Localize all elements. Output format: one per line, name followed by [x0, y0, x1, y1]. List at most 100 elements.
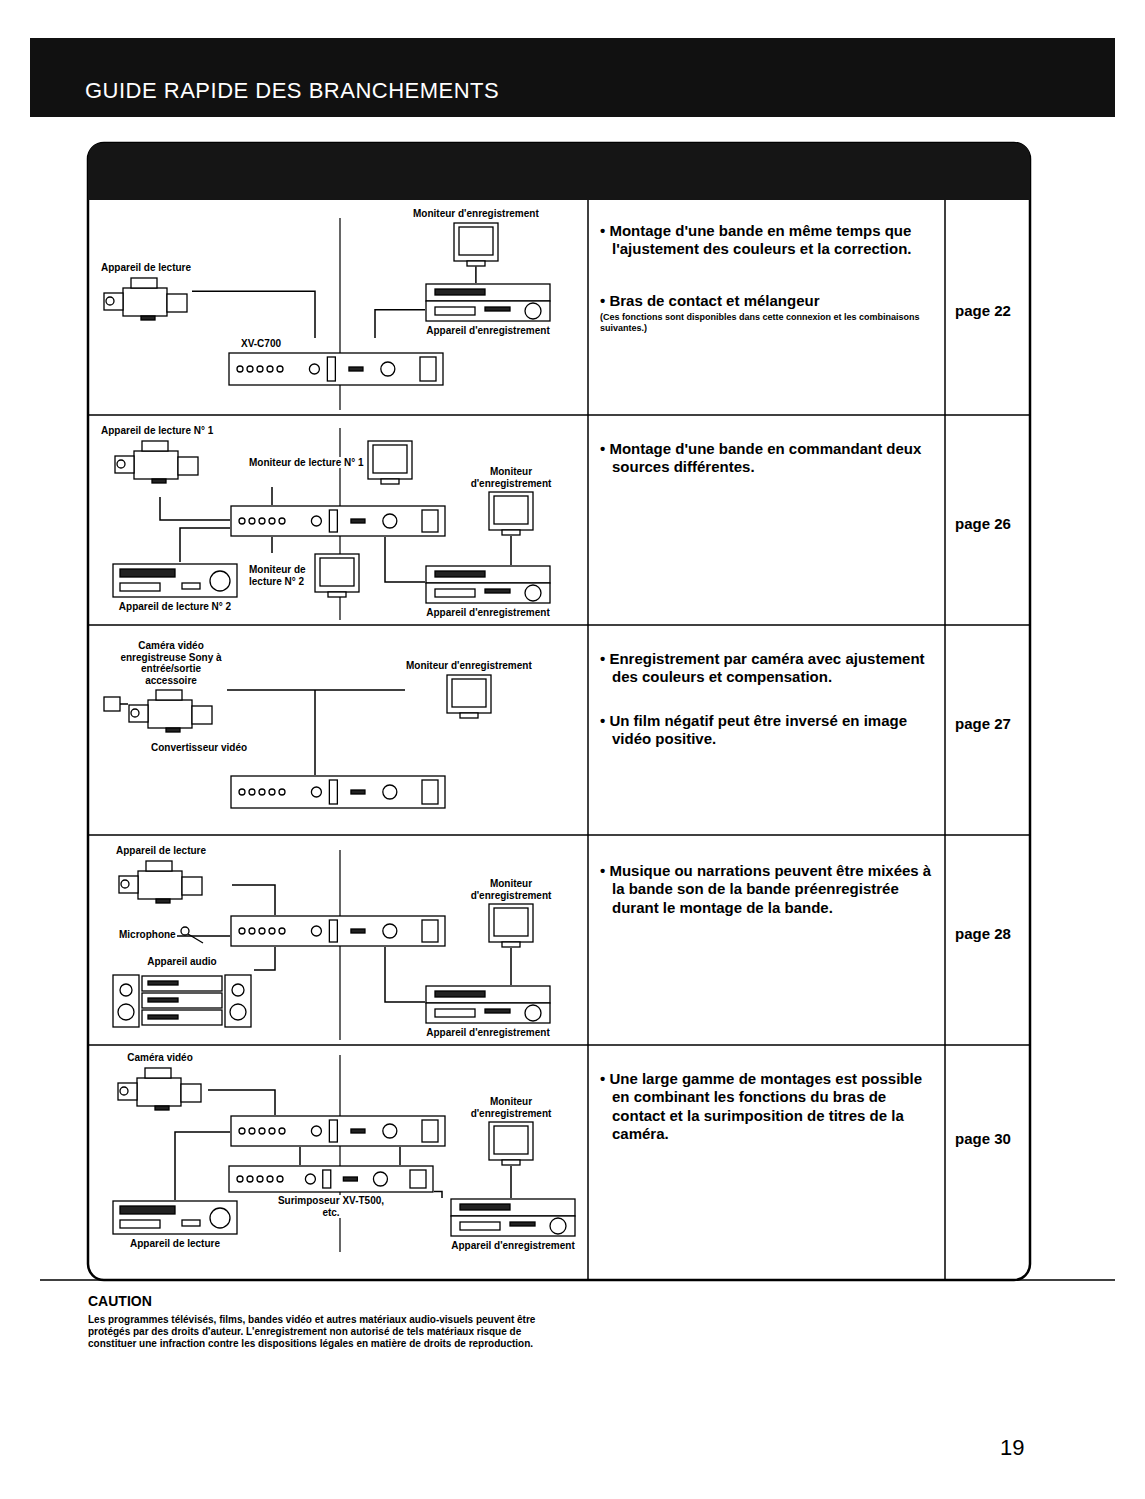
camera-icon	[101, 276, 191, 321]
camera-icon	[115, 1066, 205, 1111]
device-label: XV-C700	[240, 338, 282, 350]
device-label: Convertisseur vidéo	[150, 742, 248, 754]
device-label: Appareil audio	[146, 956, 217, 968]
device-label: Appareil de lecture	[115, 845, 207, 857]
device-label: Appareil de lecture	[129, 1238, 221, 1250]
device-node: Appareil de lecture N° 1	[100, 425, 214, 484]
device-node: XV-C700	[228, 338, 444, 386]
monitor-icon	[314, 553, 360, 598]
device-label: Appareil d'enregistrement	[425, 607, 551, 619]
device-node: Moniteur d'enregistrement	[405, 660, 533, 719]
deck-icon	[112, 1200, 238, 1236]
text-label: page 30	[955, 1130, 1025, 1148]
device-node: Surimposeur XV-T500, etc.	[228, 1165, 434, 1218]
cable-connector	[510, 536, 512, 565]
monitor-icon	[367, 440, 413, 485]
vcr-icon	[450, 1198, 576, 1238]
mixer-unit-icon	[228, 352, 444, 386]
title-bar	[30, 38, 1115, 117]
device-node: Appareil d'enregistrement	[425, 283, 551, 337]
device-label: Appareil d'enregistrement	[425, 1027, 551, 1039]
device-label: Moniteur d'enregistrement	[460, 878, 562, 901]
device-node: Moniteur d'enregistrement	[460, 1096, 562, 1166]
text-label: Les programmes télévisés, films, bandes …	[88, 1314, 548, 1351]
device-node: Moniteur d'enregistrement	[412, 208, 540, 267]
device-node: Moniteur d'enregistrement	[460, 878, 562, 948]
video-converter	[104, 697, 128, 711]
cable-connector	[475, 267, 477, 284]
device-label: Moniteur de lecture N° 2	[248, 564, 312, 587]
device-label: Caméra vidéo	[126, 1052, 194, 1064]
device-node: Moniteur de lecture N° 1	[248, 440, 413, 485]
device-node: Appareil de lecture	[112, 1200, 238, 1250]
microphone-icon	[179, 925, 205, 945]
device-label: Appareil de lecture N° 1	[100, 425, 214, 437]
device-label: Appareil de lecture N° 2	[118, 601, 232, 613]
device-label: Moniteur d'enregistrement	[405, 660, 533, 672]
vcr-icon	[425, 565, 551, 605]
device-node: Moniteur de lecture N° 2	[248, 553, 360, 598]
device-label: Surimposeur XV-T500, etc.	[275, 1195, 387, 1218]
text-label: page 26	[955, 515, 1025, 533]
cable-connector	[510, 1166, 512, 1198]
device-label: Appareil d'enregistrement	[450, 1240, 576, 1252]
cable-connector	[192, 291, 315, 338]
text-label: • Musique ou narrations peuvent être mix…	[600, 862, 942, 917]
device-label: Appareil de lecture	[100, 262, 192, 274]
monitor-icon	[488, 903, 534, 948]
cable-connector	[227, 689, 405, 691]
device-node: Microphone	[118, 925, 205, 945]
device-node: Appareil audio	[112, 956, 252, 1030]
camera-icon	[126, 688, 216, 733]
cable-connector	[434, 1192, 442, 1199]
device-label: Moniteur d'enregistrement	[460, 1096, 562, 1119]
device-label: Moniteur d'enregistrement	[412, 208, 540, 220]
monitor-icon	[488, 491, 534, 536]
device-node: Appareil d'enregistrement	[450, 1198, 576, 1252]
text-label: page 27	[955, 715, 1025, 733]
text-label: • Un film négatif peut être inversé en i…	[600, 712, 942, 749]
device-label: Moniteur de lecture N° 1	[248, 457, 365, 469]
device-node: Appareil d'enregistrement	[425, 985, 551, 1039]
table-rules	[40, 200, 1115, 1280]
device-node: Caméra vidéo enregistreuse Sony à entrée…	[115, 640, 227, 733]
text-label: page 22	[955, 302, 1025, 320]
mixer-units	[231, 506, 445, 1146]
text-label: (Ces fonctions sont disponibles dans cet…	[600, 312, 920, 334]
monitor-icon	[446, 674, 492, 719]
device-node: Caméra vidéo	[115, 1052, 205, 1111]
vcr-icon	[425, 283, 551, 323]
device-label: Caméra vidéo enregistreuse Sony à entrée…	[115, 640, 227, 686]
text-label: • Enregistrement par caméra avec ajustem…	[600, 650, 942, 687]
page-number: 19	[1000, 1435, 1060, 1462]
camera-icon	[112, 439, 202, 484]
text-label: • Bras de contact et mélangeur	[600, 292, 942, 310]
camera-icon	[116, 859, 206, 904]
text-label: • Une large gamme de montages est possib…	[600, 1070, 942, 1143]
monitor-icon	[488, 1121, 534, 1166]
table-frame	[88, 143, 1030, 1280]
cable-connector	[375, 310, 425, 338]
device-node: Appareil d'enregistrement	[425, 565, 551, 619]
vcr-icon	[425, 985, 551, 1025]
header-band	[88, 143, 1030, 200]
superimposer-icon	[228, 1165, 434, 1193]
caution-heading: CAUTION	[88, 1293, 288, 1310]
text-label: page 28	[955, 925, 1025, 943]
text-label: • Montage d'une bande en même temps que …	[600, 222, 942, 259]
deck-icon	[112, 563, 238, 599]
device-label: Moniteur d'enregistrement	[460, 466, 562, 489]
device-label: Appareil d'enregistrement	[425, 325, 551, 337]
device-node: Convertisseur vidéo	[150, 742, 248, 754]
audio-system-icon	[112, 970, 252, 1030]
text-label: • Montage d'une bande en commandant deux…	[600, 440, 942, 477]
device-label: Microphone	[118, 929, 177, 941]
monitor-icon	[453, 222, 499, 267]
cable-connector	[510, 948, 512, 985]
device-node: Appareil de lecture	[115, 845, 207, 904]
device-node: Appareil de lecture N° 2	[112, 563, 238, 613]
page-title: GUIDE RAPIDE DES BRANCHEMENTS	[85, 78, 499, 104]
device-node: Appareil de lecture	[100, 262, 192, 321]
device-node: Moniteur d'enregistrement	[460, 466, 562, 536]
